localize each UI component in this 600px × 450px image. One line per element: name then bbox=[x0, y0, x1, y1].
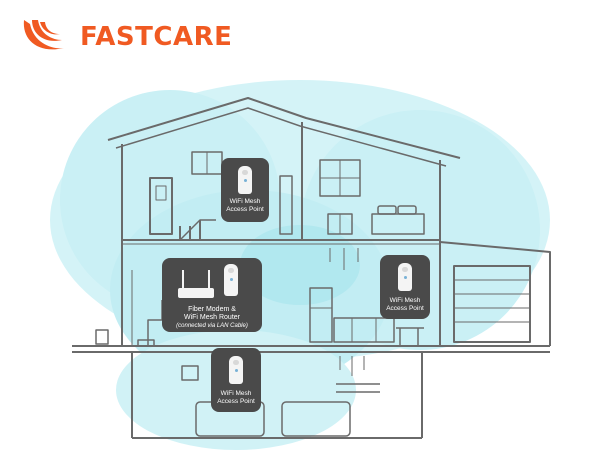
router-line1: Fiber Modem & bbox=[188, 306, 236, 313]
brand-name: FASTCARE bbox=[80, 22, 233, 52]
ap-kitchen-card[interactable]: WiFi Mesh Access Point bbox=[380, 255, 430, 319]
mesh-node-icon bbox=[238, 166, 252, 194]
ap-basement-line2: Access Point bbox=[217, 398, 255, 405]
ap-upstairs-line1: WiFi Mesh bbox=[229, 198, 261, 205]
ap-upstairs-card[interactable]: WiFi Mesh Access Point bbox=[221, 158, 269, 222]
router-icon bbox=[178, 270, 214, 298]
ap-kitchen-line2: Access Point bbox=[386, 305, 424, 312]
fastcare-logo: FASTCARE bbox=[18, 14, 238, 62]
mesh-node-icon bbox=[398, 263, 412, 291]
ap-kitchen-line1: WiFi Mesh bbox=[389, 297, 421, 304]
router-line3: (connected via LAN Cable) bbox=[176, 323, 248, 329]
roof bbox=[107, 97, 461, 159]
main-router-card[interactable]: Fiber Modem & WiFi Mesh Router (connecte… bbox=[162, 258, 262, 332]
ap-upstairs-line2: Access Point bbox=[226, 206, 264, 213]
ap-basement-card[interactable]: WiFi Mesh Access Point bbox=[211, 348, 261, 412]
ap-basement-line1: WiFi Mesh bbox=[220, 390, 252, 397]
swoosh-logo-icon bbox=[23, 20, 64, 50]
router-line2: WiFi Mesh Router bbox=[183, 314, 240, 321]
mesh-node-icon bbox=[224, 264, 238, 296]
mesh-node-icon bbox=[229, 356, 243, 384]
